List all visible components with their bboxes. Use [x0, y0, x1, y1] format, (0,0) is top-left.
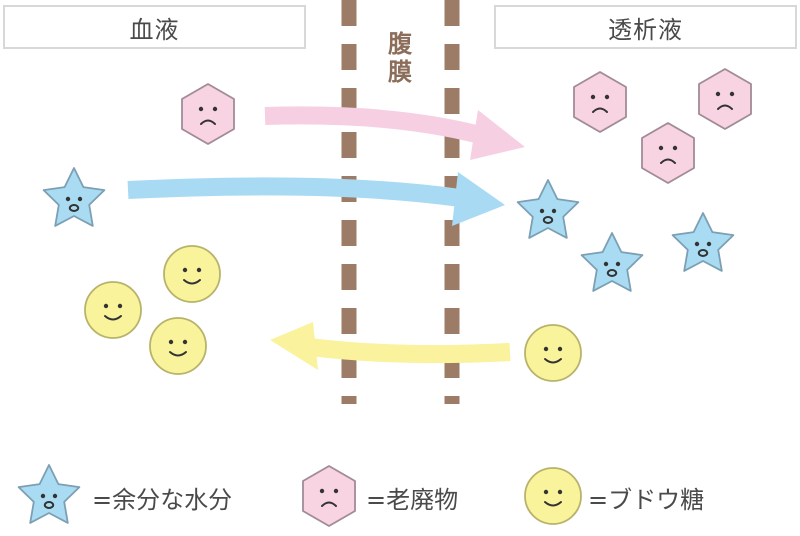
waste-hexagon-icon — [698, 68, 752, 130]
legend-star-icon — [17, 464, 81, 524]
membrane-label: 腹 膜 — [378, 30, 422, 86]
legend-waste-text: =老廃物 — [366, 486, 459, 514]
water-star-icon — [580, 232, 644, 292]
blood-label-box: 血液 — [3, 5, 306, 49]
water-star-icon — [671, 212, 735, 272]
glucose-circle-icon — [84, 281, 142, 339]
dialysate-label: 透析液 — [608, 15, 683, 44]
waste-hexagon-icon — [641, 122, 695, 184]
legend-circle-icon — [524, 467, 582, 525]
glucose-circle-icon — [524, 324, 582, 382]
water-star-icon — [516, 179, 580, 239]
glucose-circle-icon — [149, 317, 207, 375]
water-flow-arrow — [127, 172, 505, 226]
glucose-circle-icon — [163, 245, 221, 303]
legend-hexagon-icon — [302, 465, 356, 527]
waste-flow-arrow — [264, 106, 525, 160]
membrane-label-line2: 膜 — [388, 58, 412, 86]
water-star-icon — [42, 167, 106, 227]
legend-water-text: =余分な水分 — [92, 486, 233, 514]
waste-hexagon-icon — [573, 71, 627, 133]
waste-hexagon-icon — [181, 83, 235, 145]
blood-label: 血液 — [129, 15, 180, 44]
glucose-flow-arrow — [270, 322, 511, 370]
dialysate-label-box: 透析液 — [494, 5, 797, 49]
membrane-label-line1: 腹 — [388, 30, 412, 58]
legend-glucose-text: =ブドウ糖 — [588, 486, 705, 514]
